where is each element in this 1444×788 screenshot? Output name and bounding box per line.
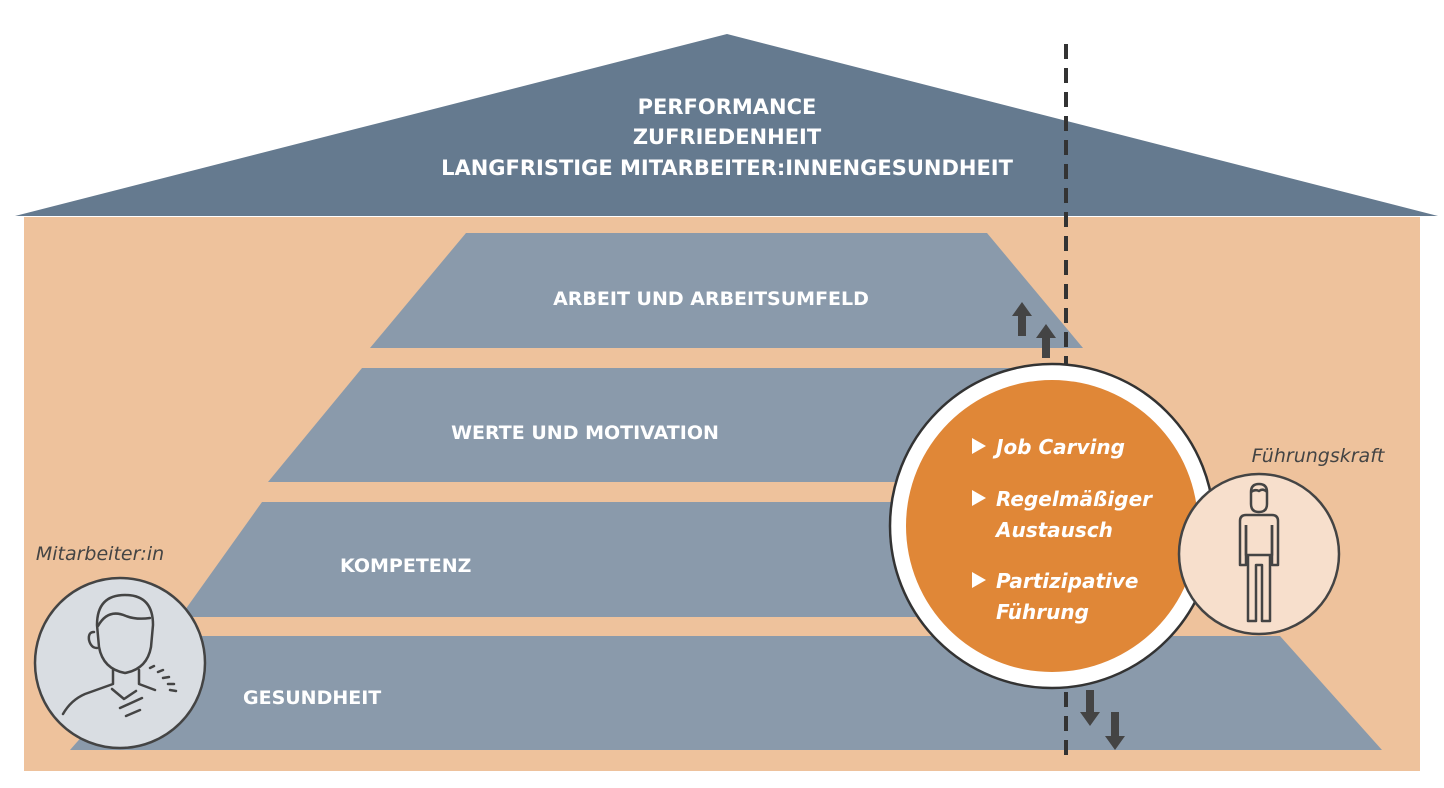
level-label-werte: WERTE UND MOTIVATION <box>451 422 719 444</box>
circle-item-austausch: Austausch <box>994 518 1113 542</box>
circle-item-job-carving: Job Carving <box>992 435 1125 459</box>
house-roof <box>15 34 1438 216</box>
level-werte <box>268 368 1010 482</box>
up-arrow-icon <box>1012 302 1032 336</box>
employee-person-icon <box>61 593 178 718</box>
up-arrow-icon <box>1036 324 1056 358</box>
level-kompetenz <box>180 502 1010 617</box>
leader-label: Führungskraft <box>1252 445 1386 467</box>
list-item: Job Carving <box>972 435 1125 459</box>
level-label-kompetenz: KOMPETENZ <box>340 555 471 577</box>
triangle-bullet-icon <box>972 490 986 506</box>
triangle-bullet-icon <box>972 438 986 454</box>
roof-title-line2: ZUFRIEDENHEIT <box>633 125 822 149</box>
down-arrow-icon <box>1080 690 1100 726</box>
leadership-circle <box>906 380 1198 672</box>
circle-item-regelmaessiger: Regelmäßiger <box>996 487 1153 511</box>
level-label-arbeit: ARBEIT UND ARBEITSUMFELD <box>553 288 869 310</box>
list-item: Regelmäßiger Austausch <box>972 487 1153 542</box>
employee-label: Mitarbeiter:in <box>36 543 164 565</box>
level-arbeit <box>370 233 1083 348</box>
list-item: Partizipative Führung <box>972 569 1138 624</box>
down-arrow-icon <box>1105 712 1125 750</box>
roof-title-line3: LANGFRISTIGE MITARBEITER:INNENGESUNDHEIT <box>441 156 1014 180</box>
triangle-bullet-icon <box>972 572 986 588</box>
circle-item-partizipative: Partizipative <box>996 569 1138 593</box>
standing-person-icon <box>1238 482 1280 623</box>
roof-title-line1: PERFORMANCE <box>638 95 817 119</box>
employee-avatar <box>33 576 207 750</box>
circle-item-fuehrung: Führung <box>996 600 1089 624</box>
level-label-gesundheit: GESUNDHEIT <box>243 687 381 709</box>
